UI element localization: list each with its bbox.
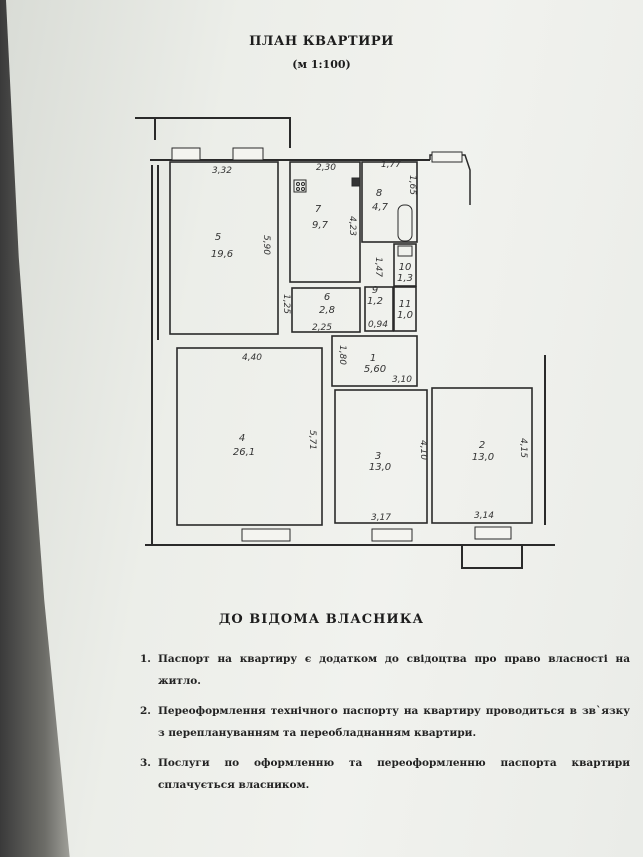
room-8-area: 4,7 (372, 202, 389, 213)
dim-r2-bottom: 3,14 (474, 511, 494, 521)
dim-r8-side: 1,65 (407, 175, 417, 195)
room-10-number: 10 (399, 262, 412, 273)
room-3-number: 3 (375, 451, 381, 462)
bathtub-icon (397, 204, 413, 242)
dim-r6-bottom: 2,25 (312, 323, 332, 333)
room-1-area: 5,60 (364, 364, 386, 375)
room-9-outline (364, 286, 394, 332)
room-3-outline (334, 389, 428, 524)
notice-item-text: Послуги по оформленню та переоформленню … (158, 757, 630, 791)
dim-r3-bottom: 3,17 (371, 513, 391, 523)
room-2-number: 2 (479, 440, 485, 451)
room-5-area: 19,6 (211, 249, 233, 260)
dim-r8-top: 1,77 (381, 160, 401, 170)
room-7-number: 7 (315, 204, 322, 215)
room-10-outline (393, 243, 417, 287)
notice-item: 3. Послуги по оформленню та переоформлен… (140, 752, 630, 796)
dim-r7-side: 4,23 (347, 216, 357, 236)
dim-r6-side: 1,25 (281, 294, 291, 314)
room-4-area: 26,1 (233, 447, 255, 458)
dim-r9-side: 1,47 (373, 257, 383, 277)
room-6-area: 2,8 (319, 305, 335, 316)
notice-item-number: 2. (140, 705, 151, 717)
dim-r5-side: 5,90 (261, 235, 271, 255)
notice-title: ДО ВІДОМА ВЛАСНИКА (218, 612, 425, 627)
room-7-outline (289, 161, 361, 283)
stove-icon (293, 179, 307, 193)
room-2-outline (431, 387, 533, 524)
notice-list: 1. Паспорт на квартиру є додатком до сві… (140, 648, 630, 804)
sink-icon (351, 177, 361, 187)
floor-plan: 5 19,6 7 9,7 8 4,7 6 2,8 9 1,2 10 1,3 11… (169, 147, 533, 542)
dim-r9-bottom: 0,94 (368, 320, 388, 330)
notice-item: 2. Переоформлення технічного паспорту на… (140, 700, 630, 744)
dim-r1-bottom: 3,10 (392, 375, 412, 385)
room-5-number: 5 (215, 232, 221, 243)
room-9-number: 9 (372, 285, 378, 296)
room-11-area: 1,0 (397, 310, 413, 321)
room-11-number: 11 (399, 299, 412, 310)
document-sheet (6, 0, 643, 857)
room-2-area: 13,0 (472, 452, 494, 463)
room-6-number: 6 (324, 292, 330, 303)
room-11-outline (393, 286, 417, 332)
room-8-number: 8 (376, 188, 382, 199)
room-6-outline (291, 287, 361, 333)
dim-r4-top: 4,40 (242, 353, 262, 363)
room-9-area: 1,2 (367, 296, 383, 307)
dim-r7-top: 2,30 (316, 163, 336, 173)
dim-r4-side: 5,71 (307, 430, 317, 450)
dim-r5-top: 3,32 (212, 166, 232, 176)
room-7-area: 9,7 (312, 220, 329, 231)
room-1-outline (331, 335, 418, 387)
dim-r1-side: 1,80 (337, 345, 347, 365)
plan-scale: (м 1:100) (292, 58, 351, 71)
room-4-number: 4 (239, 433, 245, 444)
room-3-area: 13,0 (369, 462, 391, 473)
page-title: ПЛАН КВАРТИРИ (249, 34, 394, 49)
room-8-outline (361, 161, 418, 243)
notice-item-text: Переоформлення технічного паспорту на кв… (158, 705, 630, 739)
toilet-icon (397, 245, 413, 257)
notice-item-text: Паспорт на квартиру є додатком до свідоц… (158, 653, 630, 687)
notice-item-number: 3. (140, 757, 151, 769)
room-5-outline (169, 161, 279, 335)
room-10-area: 1,3 (397, 273, 413, 284)
notice-item: 1. Паспорт на квартиру є додатком до сві… (140, 648, 630, 692)
fixtures (293, 177, 413, 257)
dim-r3-side: 4,10 (418, 440, 428, 460)
notice-item-number: 1. (140, 653, 151, 665)
room-4-outline (176, 347, 323, 526)
room-1-number: 1 (370, 353, 376, 364)
dim-r2-side: 4,15 (518, 438, 528, 458)
